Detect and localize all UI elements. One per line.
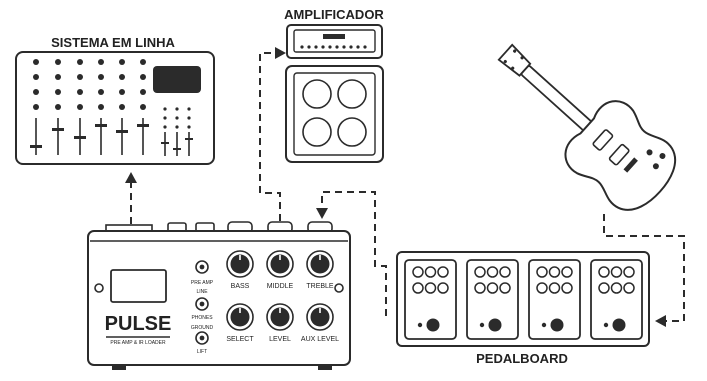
pulse-subtitle: PRE AMP & IR LOADER xyxy=(110,340,166,346)
knob-label: BASS xyxy=(231,283,250,290)
knob-treble[interactable]: TREBLE xyxy=(306,250,334,290)
pedal-2 xyxy=(466,259,519,340)
ground-lift-switch[interactable]: GROUND LIFT xyxy=(191,325,214,355)
cable-guitar-to-pedalboard xyxy=(603,214,685,322)
knob-label: SELECT xyxy=(226,336,254,343)
knob-label: LEVEL xyxy=(269,336,291,343)
cables xyxy=(130,52,685,322)
pulse-unit: PULSE PRE AMP & IR LOADER PRE AMP LINE P… xyxy=(87,221,351,370)
phones-jack[interactable]: PHONES xyxy=(191,297,213,321)
pulse-knobs: BASS MIDDLE TREBLE SELECT LEVEL AUX LEVEL xyxy=(226,250,339,343)
pedal-group xyxy=(404,259,643,340)
switch-line-label: LINE xyxy=(196,289,208,295)
pedalboard-label: PEDALBOARD xyxy=(476,351,568,366)
mixer-display xyxy=(153,66,201,93)
amp-label: AMPLIFICADOR xyxy=(284,7,384,22)
cable-pedalboard-to-pulse xyxy=(321,191,387,316)
lift-label: LIFT xyxy=(197,349,207,355)
pedal-3 xyxy=(528,259,581,340)
amplifier: AMPLIFICADOR xyxy=(284,7,384,163)
pulse-display xyxy=(110,269,167,303)
footswitch[interactable] xyxy=(426,318,440,332)
mixer-faders xyxy=(30,118,149,155)
knob-label: MIDDLE xyxy=(267,283,294,290)
guitar-icon xyxy=(497,43,677,211)
knob-aux-level[interactable]: AUX LEVEL xyxy=(301,303,339,343)
mixer-master-dots xyxy=(163,107,191,129)
knob-middle[interactable]: MIDDLE xyxy=(266,250,294,290)
footswitch[interactable] xyxy=(488,318,502,332)
knob-bass[interactable]: BASS xyxy=(226,250,254,290)
cable-arrows xyxy=(125,47,666,327)
knob-level[interactable]: LEVEL xyxy=(266,303,294,343)
knob-label: AUX LEVEL xyxy=(301,336,339,343)
mixer-knobs xyxy=(33,59,146,110)
mixer-label: SISTEMA EM LINHA xyxy=(51,35,175,50)
phones-label: PHONES xyxy=(191,315,213,321)
pedalboard: PEDALBOARD xyxy=(396,251,650,366)
footswitch[interactable] xyxy=(550,318,564,332)
switch-pre-amp-label: PRE AMP xyxy=(191,280,214,286)
knob-select[interactable]: SELECT xyxy=(226,303,254,343)
pre-amp-line-switch[interactable]: PRE AMP LINE xyxy=(191,260,214,295)
footswitch[interactable] xyxy=(612,318,626,332)
knob-label: TREBLE xyxy=(306,283,334,290)
ground-label: GROUND xyxy=(191,325,214,331)
cable-to-amp xyxy=(259,52,281,221)
pedal-1 xyxy=(404,259,457,340)
pulse-brand: PULSE xyxy=(105,313,172,335)
pedal-4 xyxy=(590,259,643,340)
mixer: SISTEMA EM LINHA xyxy=(15,35,215,165)
